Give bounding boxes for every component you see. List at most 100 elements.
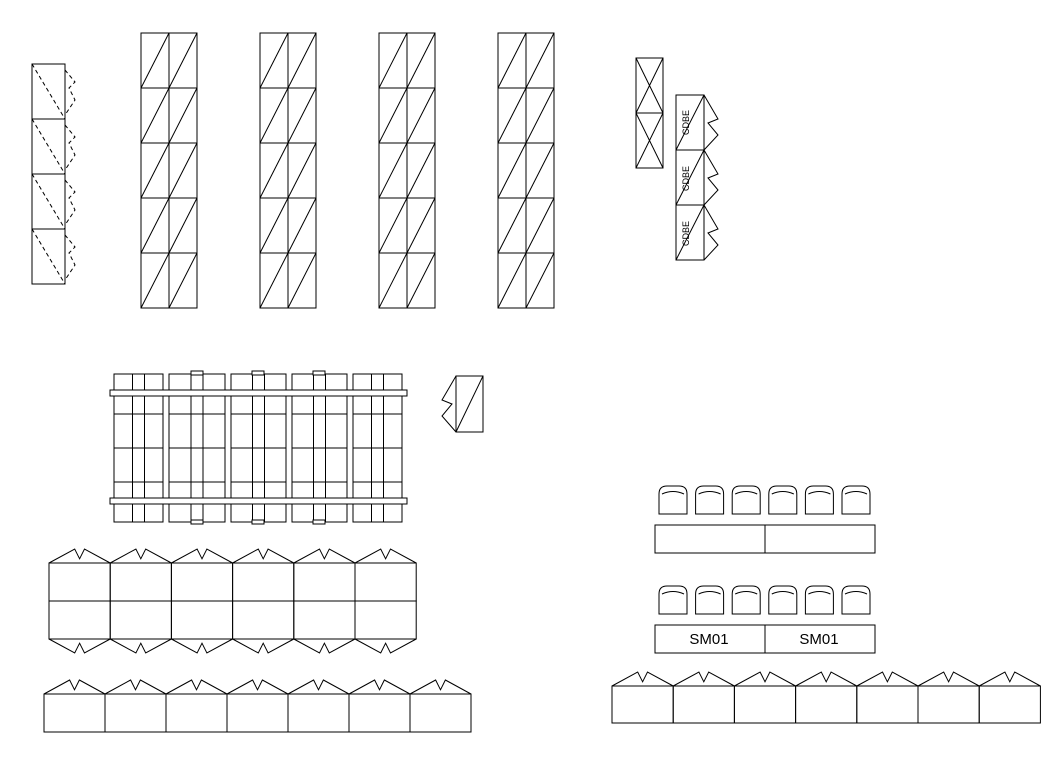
rack-diagonal <box>378 32 408 89</box>
chair-icon <box>804 585 834 615</box>
row-cabinet <box>672 685 735 724</box>
rack-diagonal <box>406 197 436 254</box>
row-cabinet <box>348 693 411 733</box>
desk <box>764 624 876 654</box>
door-swing <box>795 671 858 687</box>
beam-clip <box>190 519 204 525</box>
drawer-swing <box>64 69 76 116</box>
rack-diagonal <box>168 142 198 199</box>
chair-icon <box>768 485 798 515</box>
rack-diagonal <box>140 87 170 144</box>
double-row-cabinet-bottom <box>293 600 356 640</box>
cdbe-cabinet-group <box>675 94 719 261</box>
chair-back <box>661 591 685 595</box>
door-swing <box>734 671 796 687</box>
cdbe-door-swing <box>703 94 719 151</box>
rack-diagonal <box>259 87 289 144</box>
door-swing <box>611 671 674 687</box>
chair-icon <box>841 585 871 615</box>
row-cabinet <box>104 693 167 733</box>
chair-icon <box>695 585 725 615</box>
rack-diagonal <box>259 142 289 199</box>
rack-diagonal <box>287 87 317 144</box>
door-swing <box>354 638 417 654</box>
door-swing <box>48 548 111 564</box>
door-swing <box>856 671 919 687</box>
row-cabinet <box>917 685 980 724</box>
cabinet-tag-2: CDBE <box>681 166 691 191</box>
beam-clip <box>251 519 265 525</box>
desk-row-bottom <box>654 585 876 654</box>
door-swing <box>348 679 411 695</box>
row-cabinet <box>226 693 289 733</box>
rack-diagonal <box>140 197 170 254</box>
door-swing <box>354 548 417 564</box>
chair-icon <box>658 485 688 515</box>
rack-diagonal <box>497 142 527 199</box>
door-swing <box>293 638 356 654</box>
rack-diagonal <box>287 252 317 309</box>
crossed-cabinet <box>635 57 664 169</box>
file-cabinet-diagonal <box>31 228 66 285</box>
rack-diagonal <box>525 87 555 144</box>
double-row-cabinet-bottom <box>48 600 111 640</box>
chair-back <box>844 491 868 495</box>
door-swing <box>43 679 106 695</box>
door-swing <box>978 671 1041 687</box>
row-cabinet <box>165 693 228 733</box>
rack-diagonal <box>140 32 170 89</box>
double-row-cabinet-top <box>232 562 295 602</box>
row-cabinet <box>978 685 1041 724</box>
chair-icon <box>658 585 688 615</box>
single-row-cabinets-right <box>611 671 1041 724</box>
chair-icon <box>731 485 761 515</box>
cdbe-door-swing <box>703 149 719 206</box>
cabinet-tag-3: CDBE <box>681 221 691 246</box>
rack-diagonal <box>406 87 436 144</box>
chair-back <box>771 491 795 495</box>
rack-diagonal <box>525 197 555 254</box>
desk-tag-1: SM01 <box>689 631 728 648</box>
chair-back <box>661 491 685 495</box>
row-cabinet <box>795 685 858 724</box>
cdbe-diagonal <box>675 204 705 261</box>
chair-back <box>698 491 721 495</box>
double-row-cabinet-top <box>109 562 172 602</box>
row-cabinet <box>287 693 350 733</box>
rack-diagonal <box>259 32 289 89</box>
storage-rack-group <box>140 32 555 309</box>
rack-diagonal <box>140 142 170 199</box>
file-cabinet-diagonal <box>31 118 66 175</box>
door-swing <box>109 548 172 564</box>
desk <box>654 524 766 554</box>
door-swing <box>109 638 172 654</box>
double-row-cabinet-bottom <box>109 600 172 640</box>
rack-diagonal <box>168 32 198 89</box>
door-swing <box>48 638 111 654</box>
chair-back <box>844 591 868 595</box>
single-cabinet <box>441 375 484 433</box>
double-row-cabinets <box>48 548 417 654</box>
chair-back <box>808 591 831 595</box>
door-swing <box>293 548 356 564</box>
rack-diagonal <box>525 142 555 199</box>
door-swing <box>104 679 167 695</box>
chair-back <box>771 591 795 595</box>
chair-back <box>808 491 831 495</box>
rack-diagonal <box>497 32 527 89</box>
row-cabinet <box>856 685 919 724</box>
rack-diagonal <box>525 252 555 309</box>
chair-icon <box>804 485 834 515</box>
crossed-cabinet-unit <box>635 112 664 169</box>
cross-line <box>635 112 664 169</box>
cross-line <box>635 57 664 114</box>
door-swing <box>672 671 735 687</box>
double-row-cabinet-bottom <box>354 600 417 640</box>
chair-back <box>698 591 721 595</box>
chair-icon <box>841 485 871 515</box>
row-cabinet <box>409 693 472 733</box>
rack-diagonal <box>525 32 555 89</box>
rack-diagonal <box>378 142 408 199</box>
single-row-cabinets-left <box>43 679 472 733</box>
cdbe-door-swing <box>703 204 719 261</box>
